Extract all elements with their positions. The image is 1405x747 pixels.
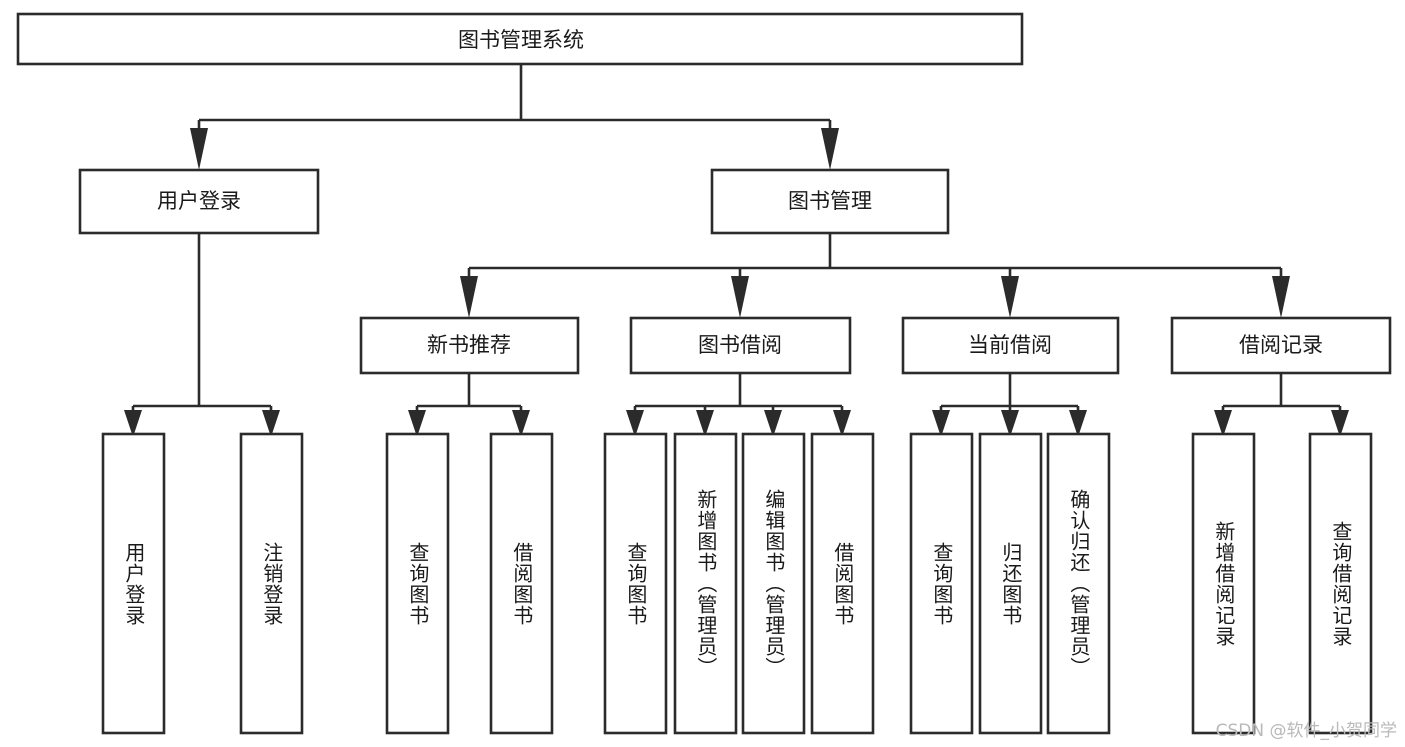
- node-current-borrow-box[interactable]: [901, 316, 1120, 375]
- node-leaf-borrow-book-2-box[interactable]: [810, 432, 875, 735]
- arrow-head-current-borrow: [1001, 276, 1019, 318]
- connector-newbook-to-leaves: [408, 373, 530, 437]
- arrow-head-leaf-query-book-1: [408, 410, 426, 437]
- node-root-box[interactable]: [16, 12, 1024, 66]
- node-leaf-edit-book-box[interactable]: [741, 432, 806, 735]
- connector-borrowrecord-to-leaves: [1214, 373, 1349, 437]
- arrow-head-leaf-logout-login: [262, 410, 280, 437]
- node-leaf-query-record-box[interactable]: [1308, 432, 1373, 735]
- arrow-head-book-manage: [821, 128, 839, 170]
- connector-bookborrow-to-leaves: [626, 373, 851, 437]
- arrow-head-leaf-add-book: [696, 410, 714, 437]
- node-user-login[interactable]: 用户登录: [78, 168, 320, 235]
- arrow-head-leaf-borrow-book-2: [833, 410, 851, 437]
- arrow-head-leaf-user-login: [124, 410, 142, 437]
- node-current-borrow[interactable]: 当前借阅: [901, 316, 1120, 375]
- connector-bookmanage-to-level2: [460, 233, 1290, 318]
- node-leaf-user-login-box[interactable]: [101, 432, 166, 735]
- node-user-login-label: 用户登录: [157, 189, 241, 213]
- node-book-manage-box[interactable]: [710, 168, 950, 235]
- node-leaf-query-book-2-box[interactable]: [603, 432, 668, 735]
- arrow-head-new-book-recommend: [460, 276, 478, 318]
- node-leaf-logout-login-box[interactable]: [239, 432, 304, 735]
- arrow-head-leaf-edit-book: [764, 410, 782, 437]
- node-borrow-record[interactable]: 借阅记录: [1170, 316, 1392, 375]
- csdn-watermark: CSDN @软件_小贺同学: [1215, 721, 1397, 741]
- node-new-book-recommend-label: 新书推荐: [427, 333, 511, 357]
- arrow-head-leaf-add-record: [1214, 410, 1232, 437]
- node-book-borrow-label: 图书借阅: [698, 333, 782, 357]
- connector-userlogin-to-leaves: [124, 233, 280, 437]
- node-new-book-recommend[interactable]: 新书推荐: [359, 316, 580, 375]
- node-root-label: 图书管理系统: [458, 28, 584, 52]
- node-root[interactable]: 图书管理系统: [16, 12, 1024, 66]
- arrow-head-leaf-return-book: [1001, 410, 1019, 437]
- arrow-head-leaf-query-book-3: [932, 410, 950, 437]
- node-new-book-recommend-box[interactable]: [359, 316, 580, 375]
- arrow-head-book-borrow: [731, 276, 749, 318]
- arrow-head-leaf-query-record: [1331, 410, 1349, 437]
- node-book-manage-label: 图书管理: [788, 189, 872, 213]
- node-leaf-borrow-book-1-box[interactable]: [489, 432, 554, 735]
- node-borrow-record-box[interactable]: [1170, 316, 1392, 375]
- node-leaf-return-book-box[interactable]: [978, 432, 1043, 735]
- node-leaf-add-book-box[interactable]: [673, 432, 738, 735]
- node-current-borrow-label: 当前借阅: [968, 333, 1052, 357]
- arrow-head-leaf-borrow-book-1: [512, 410, 530, 437]
- node-book-borrow-box[interactable]: [629, 316, 852, 375]
- connector-currentborrow-to-leaves: [932, 373, 1087, 437]
- node-user-login-box[interactable]: [78, 168, 320, 235]
- node-leaf-query-book-3-box[interactable]: [909, 432, 974, 735]
- connector-root-to-level1: [190, 64, 839, 170]
- node-book-manage[interactable]: 图书管理: [710, 168, 950, 235]
- arrow-head-borrow-record: [1272, 276, 1290, 318]
- node-leaf-query-book-1-box[interactable]: [385, 432, 450, 735]
- node-leaf-add-record-box[interactable]: [1191, 432, 1256, 735]
- arrow-head-leaf-query-book-2: [626, 410, 644, 437]
- arrow-head-user-login: [190, 128, 208, 170]
- node-borrow-record-label: 借阅记录: [1239, 333, 1323, 357]
- arrow-head-leaf-confirm-return: [1069, 410, 1087, 437]
- node-leaf-confirm-return-box[interactable]: [1046, 432, 1111, 735]
- node-book-borrow[interactable]: 图书借阅: [629, 316, 852, 375]
